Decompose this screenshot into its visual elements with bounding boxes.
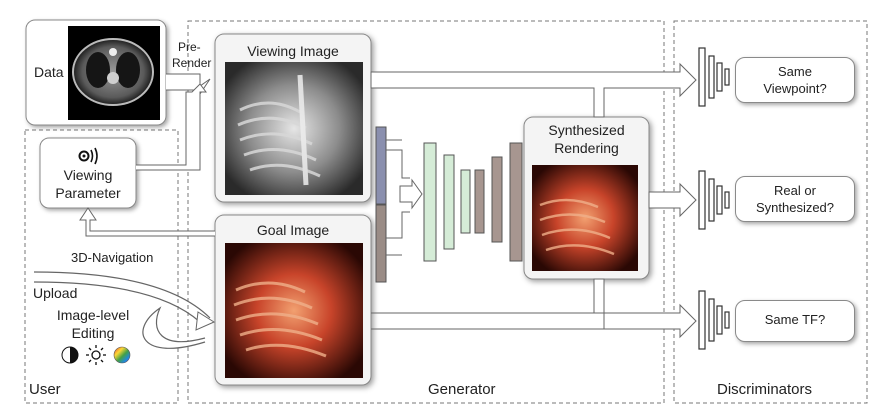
disc-output-tf: Same TF? (735, 300, 855, 342)
disc-output-viewpoint: Same Viewpoint? (735, 57, 855, 103)
editing-loop-arrow (142, 306, 206, 349)
brightness-icon (86, 345, 106, 365)
decoder-layer (443, 154, 455, 250)
red-ribcage (233, 281, 327, 358)
gray-ribcage (237, 74, 321, 186)
decoder-layer (423, 142, 437, 262)
encoder-layer-viewing (375, 126, 387, 205)
network-input-arrow (399, 178, 423, 210)
section-generator: Generator (428, 381, 496, 398)
goal-image-title: Goal Image (256, 222, 330, 238)
decoder-layer (509, 142, 523, 262)
disc-output-real: Real or Synthesized? (735, 176, 855, 222)
section-discriminators: Discriminators (717, 381, 813, 398)
disc-output-viewpoint-line2: Viewpoint? (763, 81, 827, 96)
synthesized-title-2: Rendering (554, 140, 619, 156)
goal-image (225, 243, 363, 378)
flow-arrows (79, 62, 697, 339)
data-label: Data (34, 64, 64, 80)
encoder-layer-goal (375, 204, 387, 283)
generator-frame (187, 20, 665, 404)
pre-render-label-2: Render (172, 56, 212, 70)
viewing-image-title: Viewing Image (247, 43, 339, 59)
decoder-layer (460, 169, 471, 234)
eye-icon (78, 147, 98, 165)
disc-output-real-line2: Synthesized? (755, 200, 835, 215)
encoder-decoder-network (375, 126, 523, 283)
section-user: User (29, 381, 61, 398)
viewing-image (225, 62, 363, 195)
viewing-parameter-label-1: Viewing (63, 167, 113, 183)
upload-arrow (33, 271, 211, 319)
user-frame (24, 129, 179, 404)
color-wheel-icon (113, 346, 131, 364)
decoder-layer (491, 156, 503, 243)
discriminators-frame (673, 20, 868, 404)
disc-output-viewpoint-line1: Same (778, 64, 812, 79)
contrast-icon (61, 346, 79, 364)
discriminator-stacks (698, 47, 730, 350)
disc-output-tf-line1: Same TF? (764, 312, 826, 327)
navigation-label: 3D-Navigation (71, 250, 154, 265)
viewing-parameter-label-2: Parameter (55, 185, 121, 201)
editing-label-2: Editing (71, 325, 115, 341)
disc-output-real-line1: Real or (774, 183, 816, 198)
synthesized-title-1: Synthesized (548, 122, 625, 138)
editing-label-1: Image-level (56, 307, 130, 323)
upload-label: Upload (33, 285, 78, 301)
pre-render-label-1: Pre- (178, 40, 201, 54)
decoder-layer (474, 169, 485, 234)
